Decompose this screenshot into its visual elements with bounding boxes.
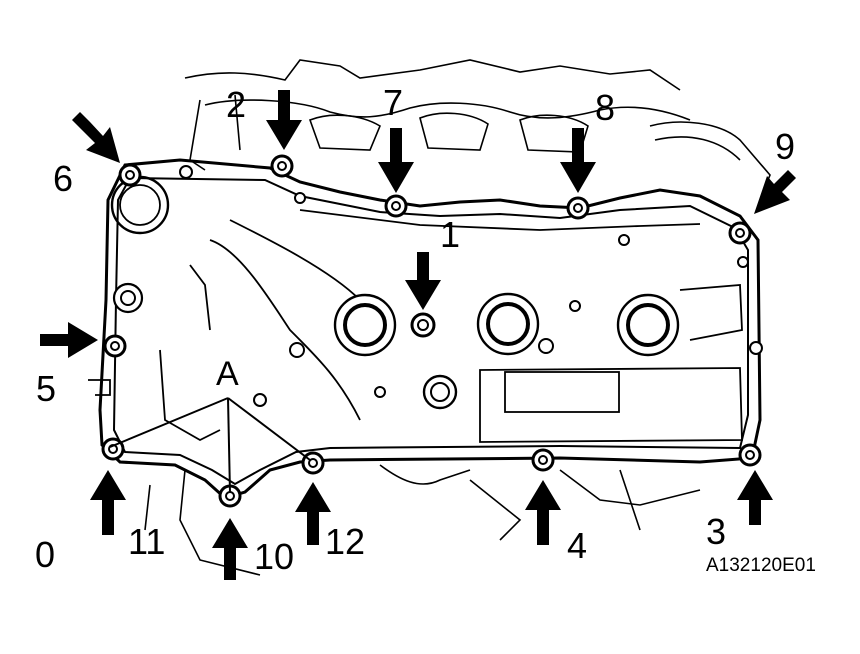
label-1: 1 bbox=[440, 214, 460, 255]
head-cover-body bbox=[88, 158, 762, 500]
bolt-9 bbox=[728, 221, 752, 245]
callout-a-leader-lines bbox=[109, 397, 311, 494]
bolt-4 bbox=[531, 448, 555, 472]
arrow-bolt-4 bbox=[525, 480, 561, 545]
arrow-bolt-7 bbox=[378, 128, 414, 193]
bolt-10 bbox=[218, 484, 242, 508]
bolt-8 bbox=[566, 196, 590, 220]
label-9: 9 bbox=[775, 126, 795, 167]
arrow-bolt-10 bbox=[212, 518, 248, 580]
label-10: 10 bbox=[254, 536, 294, 577]
arrow-bolt-6 bbox=[72, 112, 120, 163]
label-4: 4 bbox=[567, 525, 587, 566]
bolt-6 bbox=[118, 163, 142, 187]
spark-plug-tube-openings bbox=[112, 282, 680, 410]
label-12: 12 bbox=[325, 521, 365, 562]
arrow-bolt-11 bbox=[90, 470, 126, 535]
engine-background-linework bbox=[144, 59, 771, 576]
label-8: 8 bbox=[595, 87, 615, 128]
bolt-1 bbox=[410, 312, 436, 338]
label-5: 5 bbox=[36, 368, 56, 409]
label-3: 3 bbox=[706, 511, 726, 552]
arrow-bolt-8 bbox=[560, 128, 596, 193]
arrow-bolt-3 bbox=[737, 470, 773, 525]
arrow-bolt-9 bbox=[754, 170, 796, 214]
bolt-7 bbox=[384, 194, 408, 218]
bolt-5 bbox=[103, 334, 127, 358]
arrow-bolt-1 bbox=[405, 252, 441, 310]
secondary-bosses bbox=[179, 165, 763, 407]
label-2: 2 bbox=[226, 84, 246, 125]
bolt-2 bbox=[270, 154, 294, 178]
arrow-bolt-12 bbox=[295, 482, 331, 545]
bolt-arrows bbox=[40, 90, 796, 580]
label-7: 7 bbox=[383, 82, 403, 123]
corner-mark: 0 bbox=[35, 534, 55, 575]
label-11: 11 bbox=[128, 521, 165, 562]
bolt-3 bbox=[738, 443, 762, 467]
figure-code: A132120E01 bbox=[706, 555, 816, 576]
callout-label-a: A bbox=[216, 355, 239, 393]
bolt-number-labels: 1 2 3 4 5 6 7 8 9 10 11 12 A 0 A132120E0… bbox=[35, 82, 816, 577]
arrow-bolt-5 bbox=[40, 322, 98, 358]
label-6: 6 bbox=[53, 158, 73, 199]
arrow-bolt-2 bbox=[266, 90, 302, 150]
